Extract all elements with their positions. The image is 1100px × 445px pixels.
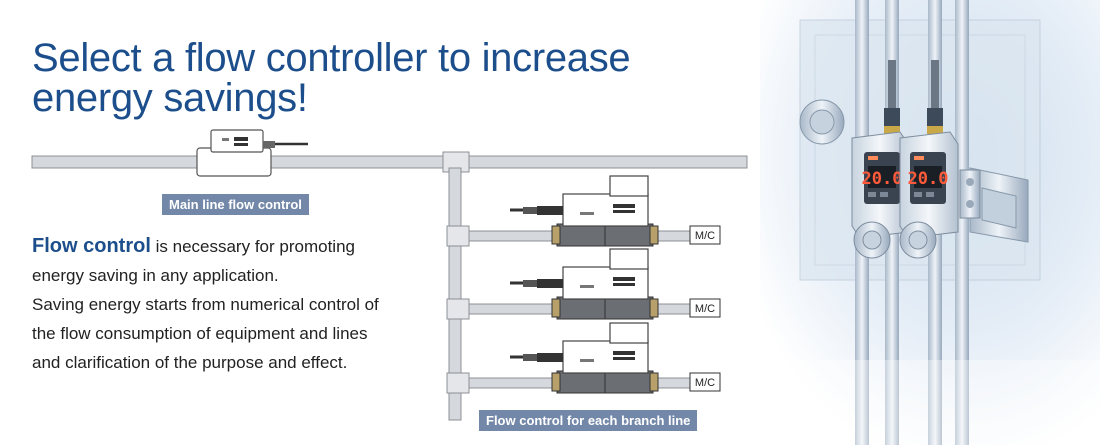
branch-line-2: M/C — [446, 248, 721, 320]
title-line-2: energy savings! — [32, 76, 308, 120]
cable-right — [931, 60, 939, 140]
flow-sensor-left: 20.0 — [851, 131, 909, 239]
machine-box-2 — [689, 298, 721, 318]
machine-box-3 — [689, 372, 721, 392]
description-line-3: Saving energy starts from numerical cont… — [32, 295, 379, 314]
mounting-clamp — [959, 169, 981, 219]
machine-label-2: M/C — [695, 303, 715, 315]
branch-line-1: M/C — [446, 175, 721, 247]
title-line-1: Select a flow controller to increase — [32, 36, 631, 80]
display-right: 20.0 — [908, 169, 949, 189]
description-line-1-rest: is necessary for promoting — [150, 237, 355, 256]
display-left: 20.0 — [862, 169, 903, 189]
description-text: Flow control is necessary for promoting … — [32, 232, 432, 377]
description-line-1: Flow control is necessary for promoting — [32, 232, 432, 261]
page-title: Select a flow controller to increase ene… — [32, 38, 732, 118]
cable-left — [888, 60, 896, 140]
description-highlight: Flow control — [32, 235, 151, 257]
description-line-4: the flow consumption of equipment and li… — [32, 324, 368, 343]
branch-flow-controller-3 — [510, 322, 659, 394]
branch-line-label: Flow control for each branch line — [479, 410, 698, 431]
branch-flow-controller-1 — [510, 175, 659, 247]
branch-flow-controller-2 — [510, 248, 659, 320]
description-line-5: and clarification of the purpose and eff… — [32, 353, 348, 372]
main-line-label: Main line flow control — [162, 194, 309, 215]
main-line-flow-controller — [196, 129, 308, 177]
flow-control-diagram: M/C M/C — [31, 129, 748, 421]
branch-line-3: M/C — [446, 322, 721, 394]
description-line-2: energy saving in any application. — [32, 266, 279, 285]
main-pipe — [31, 155, 748, 169]
vertical-rod-right — [955, 0, 969, 445]
machine-label-1: M/C — [695, 230, 715, 242]
machine-label-3: M/C — [695, 377, 715, 389]
flow-sensor-right: 20.0 — [899, 131, 959, 239]
machine-box-1 — [689, 225, 721, 245]
product-photo: 20.0 20.0 — [760, 0, 1100, 445]
